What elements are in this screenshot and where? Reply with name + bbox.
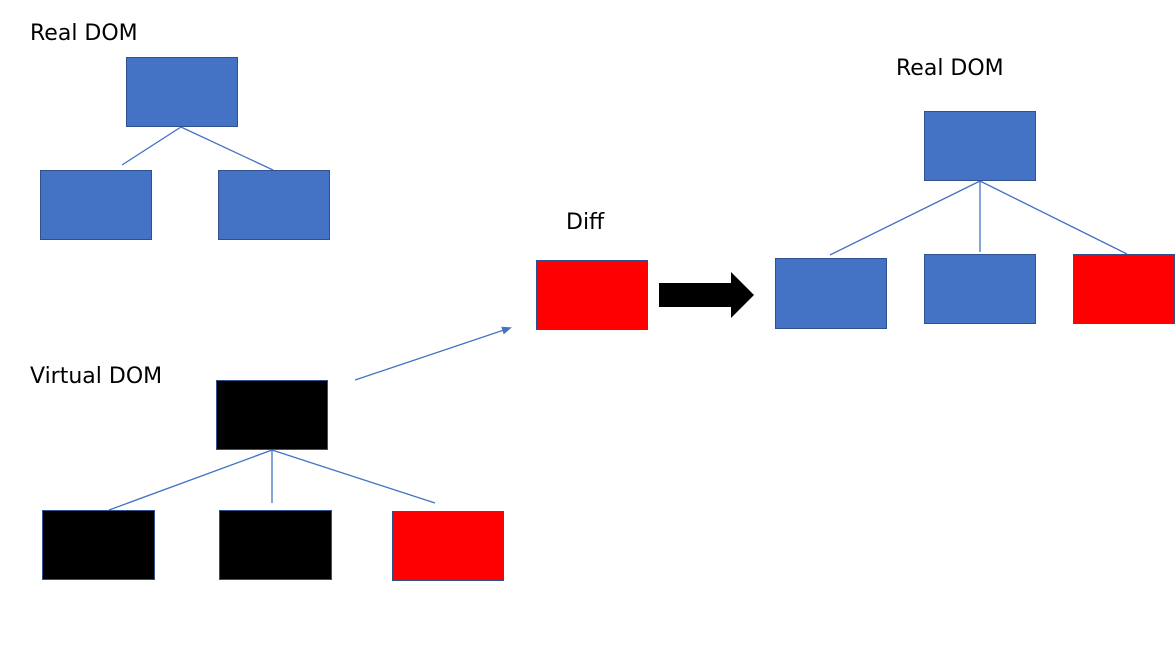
real-dom-left-label: Real DOM (30, 21, 138, 46)
real-dom-right-connector-1 (829, 180, 981, 256)
apply-arrow-icon (659, 272, 754, 318)
virtual-dom-child-1-node (42, 510, 155, 580)
virtual-dom-connector-3 (271, 449, 436, 504)
virtual-dom-changed-node (392, 511, 504, 581)
virtual-dom-child-2-node (219, 510, 332, 580)
real-dom-right-root-node (924, 111, 1036, 181)
real-dom-left-child-2-node (218, 170, 330, 240)
real-dom-right-changed-node (1073, 254, 1175, 324)
real-dom-left-connector-1 (121, 126, 182, 166)
virtual-dom-label: Virtual DOM (30, 364, 163, 389)
real-dom-left-connector-2 (180, 126, 274, 171)
real-dom-right-label: Real DOM (896, 56, 1004, 81)
real-dom-left-child-1-node (40, 170, 152, 240)
diff-label: Diff (566, 210, 605, 235)
real-dom-right-child-1-node (775, 258, 887, 329)
virtual-dom-connector-1 (108, 449, 273, 511)
virtual-to-diff-arrow (354, 326, 512, 381)
virtual-dom-root-node (216, 380, 328, 450)
real-dom-right-child-2-node (924, 254, 1036, 324)
real-dom-left-root-node (126, 57, 238, 127)
diff-changed-node (536, 260, 648, 330)
real-dom-right-connector-3 (979, 180, 1128, 255)
